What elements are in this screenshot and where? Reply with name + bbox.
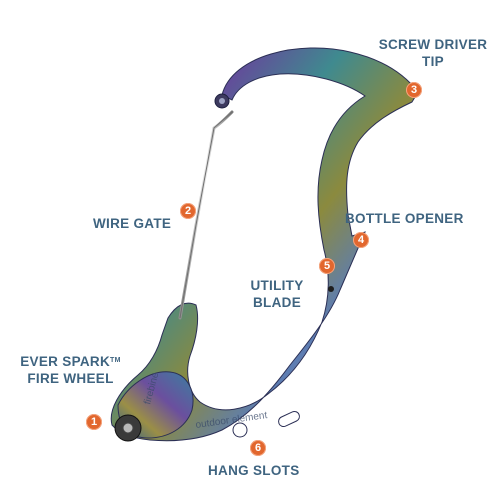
hang-slot-round [232,422,248,438]
callout-marker-2: 2 [180,203,196,219]
callout-label-wire-gate: WIRE GATE [93,216,172,231]
fire-wheel-label-line1: EVER SPARKTM [13,353,128,370]
callout-label-hang-slots: HANG SLOTS [208,463,300,478]
carabiner-body [110,47,419,442]
fire-wheel-label-line2: FIRE WHEEL [27,371,114,386]
utility-blade-label-line1: UTILITY [250,278,304,293]
fire-wheel-label-text: EVER SPARK [20,354,111,369]
callout-label-bottle-opener: BOTTLE OPENER [345,211,464,226]
callout-label-screw-driver: SCREW DRIVER TIP [368,36,498,70]
callout-marker-4: 4 [353,232,369,248]
callout-marker-5: 5 [319,258,335,274]
screw-driver-label-line2: TIP [422,54,444,69]
hang-slot-oval [278,410,300,428]
utility-blade-label-line2: BLADE [253,295,301,310]
callout-marker-6: 6 [250,440,266,456]
callout-label-utility-blade: UTILITY BLADE [247,277,307,311]
blade-rivet [328,286,334,292]
trademark-mark: TM [110,357,121,364]
callout-marker-3: 3 [406,82,422,98]
callout-label-fire-wheel: EVER SPARKTM FIRE WHEEL [13,353,128,387]
callout-marker-1: 1 [86,414,102,430]
screw-driver-label-line1: SCREW DRIVER [378,37,488,52]
